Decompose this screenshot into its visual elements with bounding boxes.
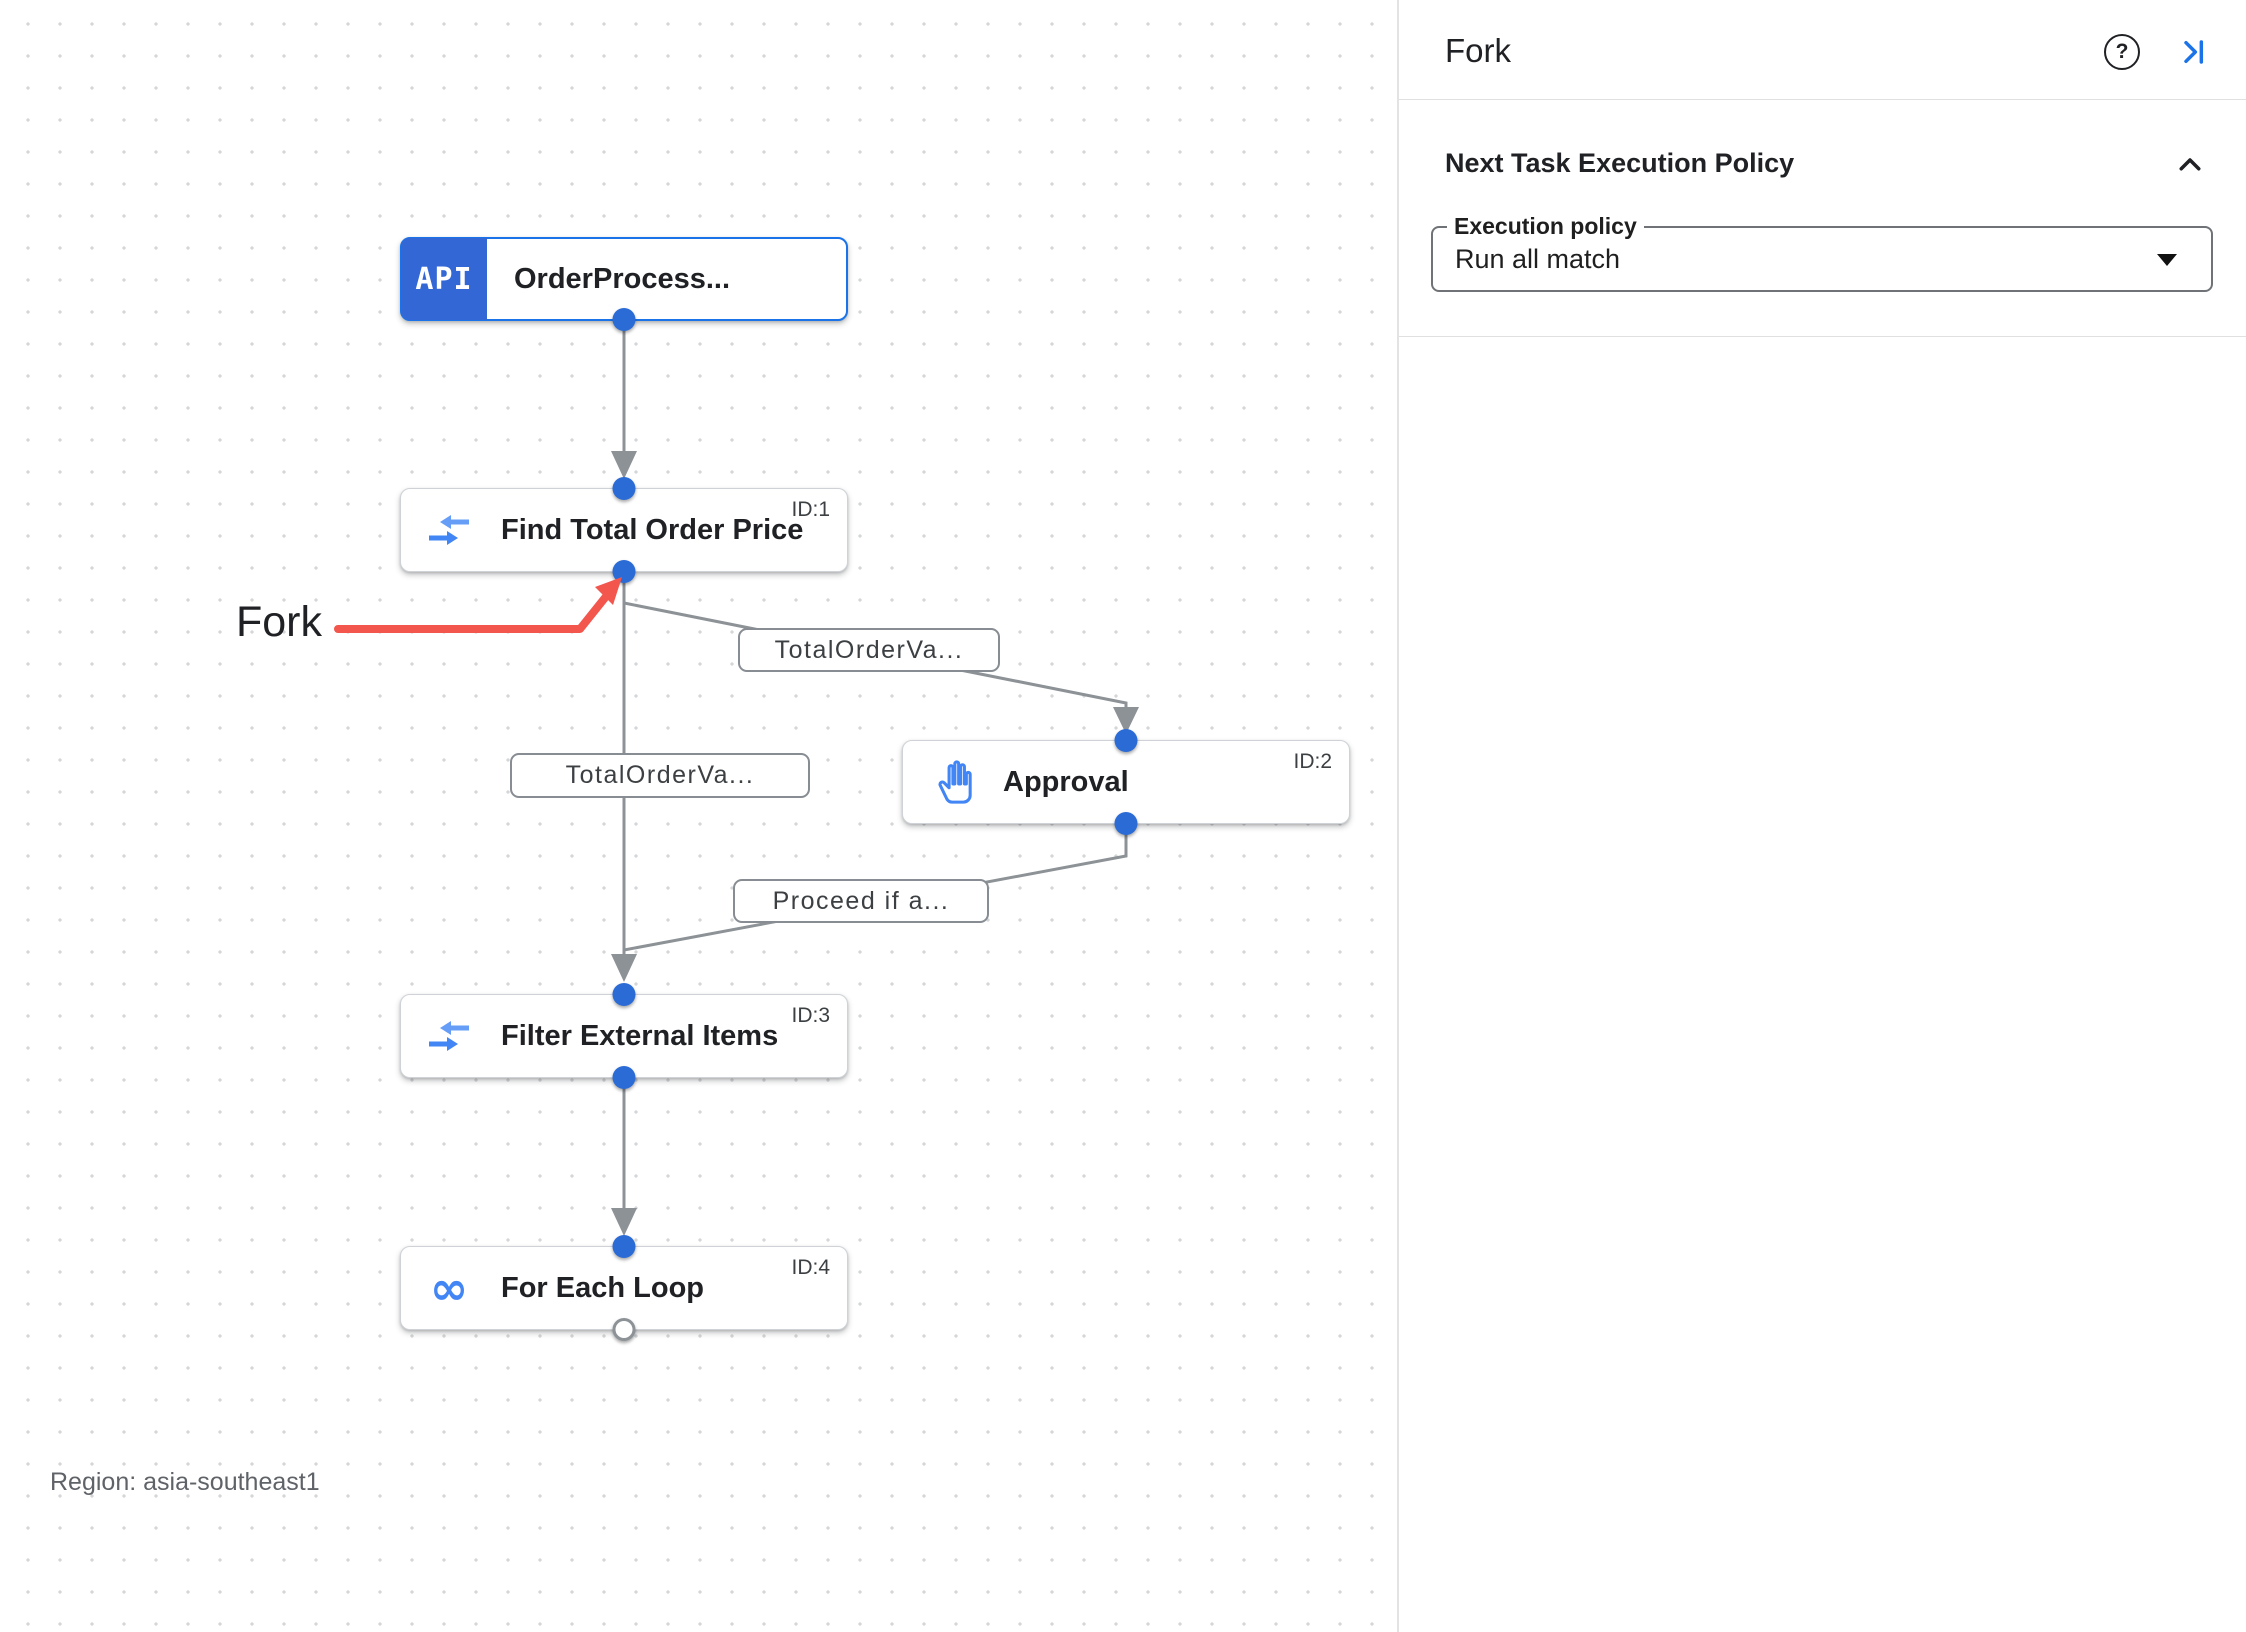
edge-label-proceed-if[interactable]: Proceed if a... (733, 879, 989, 923)
input-port[interactable] (1114, 729, 1138, 752)
output-port[interactable] (612, 560, 636, 583)
panel-header: Fork ? (1399, 0, 2246, 100)
node-label: OrderProcess... (514, 262, 730, 295)
input-port[interactable] (612, 1235, 636, 1258)
node-label: Approval (1003, 765, 1129, 798)
node-approval[interactable]: Approval ID:2 (902, 729, 1350, 835)
input-port[interactable] (612, 477, 636, 500)
section-divider (1399, 336, 2246, 337)
chevron-up-icon[interactable] (2175, 150, 2205, 180)
fork-annotation-label: Fork (236, 598, 322, 646)
arrowhead-icon (1113, 707, 1139, 734)
node-label: For Each Loop (501, 1271, 704, 1304)
approval-hand-icon (927, 759, 975, 805)
node-label: Filter External Items (501, 1019, 779, 1052)
output-port-unconnected[interactable] (612, 1318, 636, 1341)
data-mapping-icon (425, 512, 473, 548)
edge-label-totalorder-left[interactable]: TotalOrderVa... (510, 753, 810, 798)
node-orderprocess-trigger[interactable]: API OrderProcess... (400, 237, 848, 331)
node-id-badge: ID:1 (791, 498, 830, 521)
api-trigger-icon: API (401, 238, 487, 320)
region-label: Region: asia-southeast1 (50, 1468, 320, 1496)
edge-label-totalorder-right[interactable]: TotalOrderVa... (738, 628, 1000, 672)
node-id-badge: ID:4 (791, 1256, 830, 1279)
input-port[interactable] (612, 983, 636, 1006)
data-mapping-icon (425, 1018, 473, 1054)
execution-policy-value: Run all match (1455, 244, 1621, 274)
arrowhead-icon (611, 954, 637, 982)
node-id-badge: ID:2 (1293, 750, 1332, 773)
for-each-loop-icon: ∞ (429, 1261, 469, 1315)
output-port[interactable] (612, 308, 636, 331)
output-port[interactable] (1114, 812, 1138, 835)
flow-canvas[interactable]: TotalOrderVa... TotalOrderVa... Proceed … (0, 0, 1397, 1632)
edge-label-text: TotalOrderVa... (774, 635, 964, 664)
panel-title: Fork (1445, 32, 1511, 69)
node-find-total-order-price[interactable]: Find Total Order Price ID:1 (400, 477, 848, 583)
arrowhead-icon (611, 451, 637, 479)
collapse-panel-icon[interactable] (2178, 36, 2210, 68)
section-title-next-task-execution-policy: Next Task Execution Policy (1445, 148, 1795, 178)
execution-policy-select[interactable]: Execution policy Run all match (1431, 214, 2213, 292)
output-port[interactable] (612, 1066, 636, 1089)
edge-label-text: TotalOrderVa... (565, 761, 755, 789)
dropdown-arrow-icon (2157, 254, 2177, 266)
node-for-each-loop[interactable]: ∞ For Each Loop ID:4 (400, 1235, 848, 1341)
node-label: Find Total Order Price (501, 513, 804, 546)
node-id-badge: ID:3 (791, 1004, 830, 1027)
execution-policy-label: Execution policy (1447, 214, 1644, 238)
arrowhead-icon (611, 1208, 637, 1236)
node-filter-external-items[interactable]: Filter External Items ID:3 (400, 983, 848, 1089)
edge-label-text: Proceed if a... (772, 886, 950, 915)
help-icon[interactable]: ? (2104, 34, 2140, 70)
task-config-panel: Fork ? Next Task Execution Policy Execut… (1397, 0, 2246, 1632)
